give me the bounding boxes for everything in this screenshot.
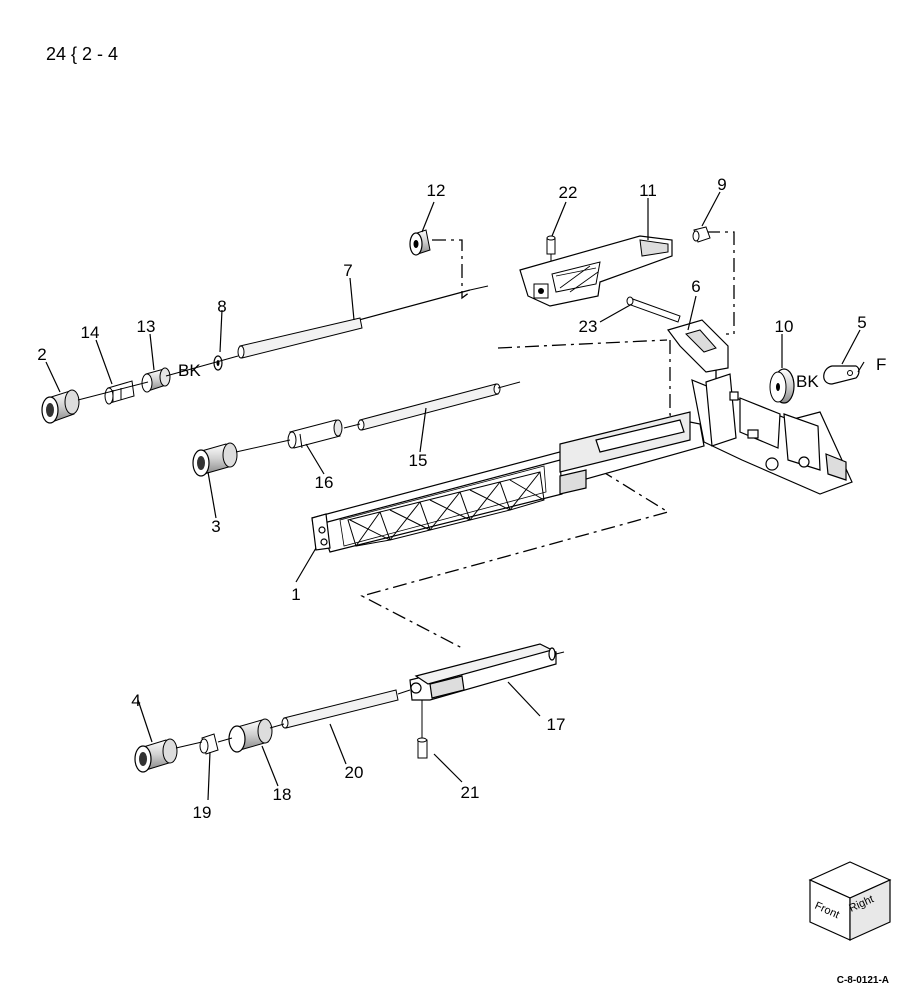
bk-label-left: BK (178, 361, 201, 380)
part-15-shaft (343, 381, 521, 431)
part-21-pin (417, 700, 428, 759)
leader-lines (45, 191, 865, 801)
callout-4: 4 (131, 691, 140, 710)
callout-18: 18 (273, 785, 292, 804)
part-1-frame (311, 411, 705, 553)
callout-17: 17 (547, 715, 566, 734)
part-19-gear (199, 733, 233, 755)
callout-13: 13 (137, 317, 156, 336)
callout-19: 19 (193, 803, 212, 822)
part-8-e-ring (213, 355, 223, 371)
callout-7: 7 (343, 261, 352, 280)
part-20-shaft (281, 689, 411, 729)
side-frame (691, 373, 853, 495)
callout-12: 12 (427, 181, 446, 200)
callout-9: 9 (717, 175, 726, 194)
callout-14: 14 (81, 323, 100, 342)
callout-15: 15 (409, 451, 428, 470)
callout-8: 8 (217, 297, 226, 316)
callout-1: 1 (291, 585, 300, 604)
part-6-bracket (667, 319, 729, 373)
callout-6: 6 (691, 277, 700, 296)
part-10-pulley (769, 368, 795, 404)
part-11-holder (519, 235, 673, 307)
part-5-clip (823, 365, 860, 385)
callout-22: 22 (559, 183, 578, 202)
callout-16: 16 (315, 473, 334, 492)
callout-5: 5 (857, 313, 866, 332)
callout-numbers: 1 2 3 4 5 6 7 8 9 10 11 12 13 14 15 16 1… (37, 175, 866, 822)
callout-2: 2 (37, 345, 46, 364)
f-label: F (876, 355, 886, 374)
part-14-gear (104, 380, 135, 405)
part-18-roller (228, 718, 285, 753)
part-2-roller (41, 381, 149, 424)
callout-10: 10 (775, 317, 794, 336)
part-9-nut (692, 226, 711, 243)
part-12-bearing (409, 229, 431, 256)
page-reference: 24 { 2 - 4 (46, 44, 119, 64)
bk-label-right: BK (796, 372, 819, 391)
part-7-shaft (237, 285, 489, 359)
callout-21: 21 (461, 783, 480, 802)
callout-20: 20 (345, 763, 364, 782)
callout-11: 11 (639, 181, 657, 200)
part-17-guide (409, 643, 565, 701)
part-16-coupler (287, 419, 343, 449)
orientation-cube: Front Right (808, 861, 892, 941)
callout-23: 23 (579, 317, 598, 336)
callout-3: 3 (211, 517, 220, 536)
part-13-roller (141, 367, 171, 393)
figure-code: C-8-0121-A (836, 975, 889, 986)
part-3-roller (192, 439, 291, 477)
part-4-roller (134, 738, 203, 773)
part-23-pin (626, 296, 681, 323)
